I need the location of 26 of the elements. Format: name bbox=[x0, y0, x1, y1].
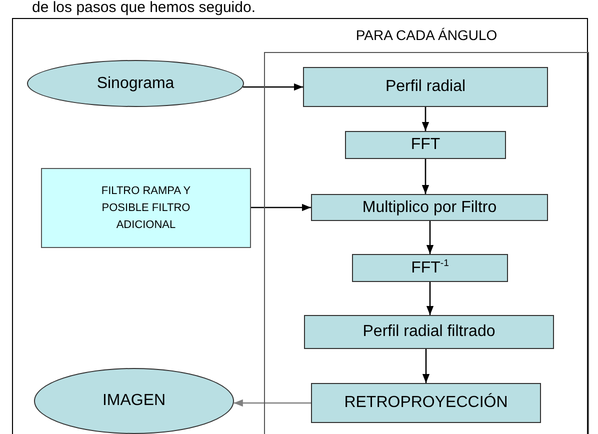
node-label: Perfil radial bbox=[385, 78, 466, 96]
arrow bbox=[422, 107, 430, 131]
arrow bbox=[422, 349, 430, 383]
arrow bbox=[426, 221, 434, 254]
arrow bbox=[422, 159, 430, 194]
input-box bbox=[41, 168, 251, 248]
node-label: Perfil radial filtrado bbox=[362, 323, 496, 341]
node-label: FFT$^{-1}$ bbox=[411, 258, 449, 278]
node-label: RETROPROYECCIÓN bbox=[344, 394, 508, 412]
node-label: Sinograma bbox=[96, 74, 174, 92]
node-label: FILTRO RAMPA Y POSIBLE FILTRO ADICIONAL bbox=[100, 184, 192, 232]
process-box bbox=[352, 254, 508, 282]
frame-heading: PARA CADA ÁNGULO bbox=[354, 27, 498, 43]
process-box bbox=[345, 131, 506, 159]
process-box bbox=[311, 194, 548, 221]
heading-text: de los pasos que hemos seguido. bbox=[32, 0, 256, 16]
node-label: IMAGEN bbox=[102, 392, 166, 410]
node-label: Multiplico por Filtro bbox=[362, 198, 497, 216]
arrow bbox=[426, 282, 434, 315]
arrow bbox=[242, 83, 303, 91]
process-box bbox=[304, 315, 554, 349]
process-box bbox=[311, 383, 541, 423]
node-label: FFT bbox=[410, 136, 440, 154]
arrow bbox=[251, 204, 311, 212]
arrow bbox=[234, 399, 311, 407]
process-box bbox=[303, 67, 548, 107]
